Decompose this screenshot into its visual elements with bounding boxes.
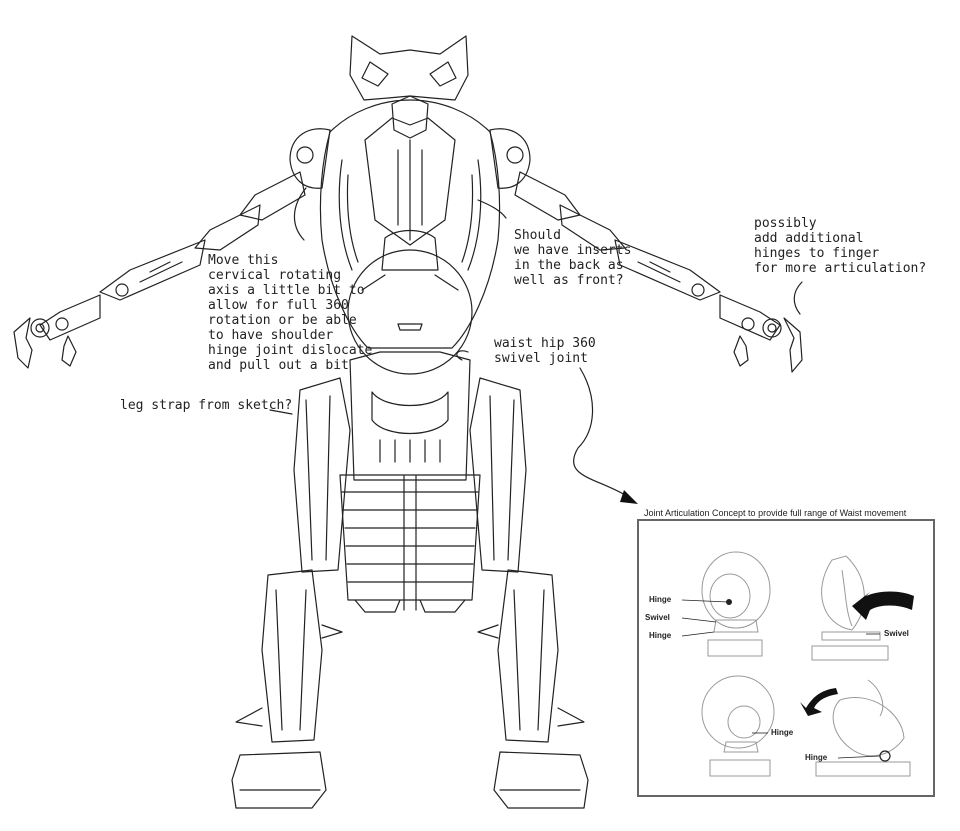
cervical-rotation-note: Move this cervical rotating axis a littl… [208, 253, 373, 373]
arrowhead-icon [620, 490, 638, 504]
label-hinge-lower: Hinge [649, 631, 672, 640]
finger-hinges-note: possibly add additional hinges to finger… [754, 216, 927, 276]
label-swivel: Swivel [645, 613, 670, 622]
label-hinge-bottom-right: Hinge [805, 753, 828, 762]
inset-panel [637, 519, 935, 797]
torso [319, 99, 501, 349]
inserts-question-note: Should we have inserts in the back as we… [514, 228, 632, 288]
right-leg [469, 377, 589, 809]
label-hinge-bottom-left: Hinge [771, 728, 794, 737]
label-hinge-upper: Hinge [649, 595, 672, 604]
waist-swivel-note: waist hip 360 swivel joint [494, 336, 596, 366]
label-swivel-right: Swivel [884, 629, 909, 638]
leader-finger [793, 281, 803, 315]
leg-strap-note: leg strap from sketch? [120, 398, 293, 413]
leader-to-inset [572, 367, 631, 499]
right-arm [489, 128, 803, 373]
leader-leg-strap [269, 409, 293, 415]
leader-inserts [477, 199, 507, 219]
leader-waist [456, 350, 469, 361]
left-leg [231, 377, 351, 809]
leader-cervical [293, 187, 307, 241]
pelvis-orb [347, 249, 473, 375]
hip-assembly [339, 351, 481, 613]
head-crest [349, 35, 469, 139]
inset-title: Joint Articulation Concept to provide fu… [644, 508, 907, 518]
